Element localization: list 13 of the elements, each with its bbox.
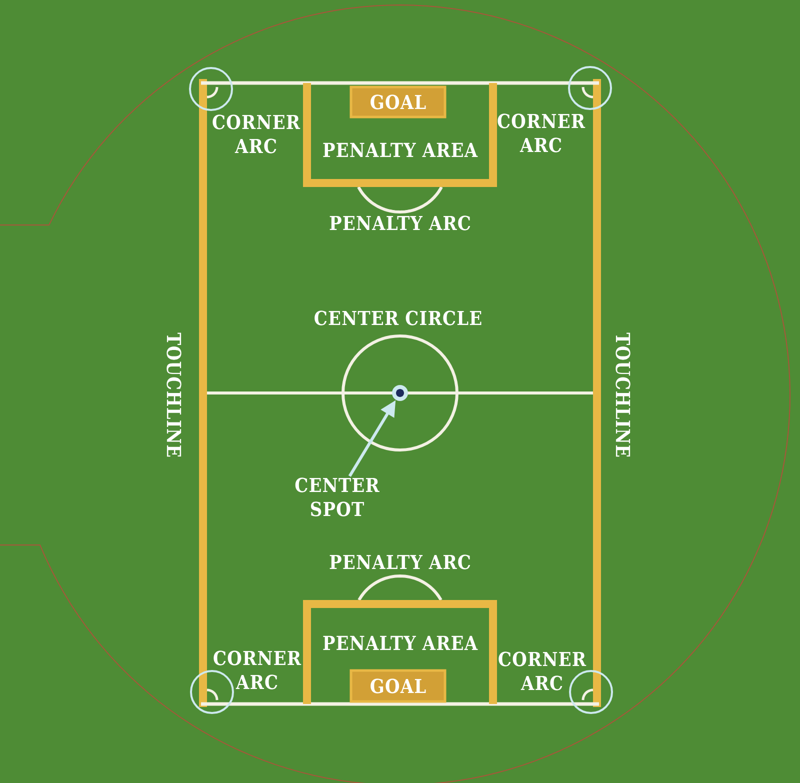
field-label: PENALTY ARC	[330, 216, 470, 230]
field-label: CORNER ARC	[498, 652, 586, 690]
field-label: CORNER ARC	[214, 650, 302, 690]
goal-box: GOAL	[350, 86, 446, 118]
center-spot	[392, 385, 408, 401]
field-label: CORNER ARC	[498, 114, 586, 152]
field-label: PENALTY ARC	[330, 554, 470, 570]
field-label: TOUCHLINE	[616, 332, 630, 457]
goal-box: GOAL	[350, 669, 446, 703]
field-label: TOUCHLINE	[166, 332, 182, 457]
label-text: CENTER SPOT	[295, 478, 380, 516]
field-label: CENTER CIRCLE	[314, 310, 482, 326]
field-label: CORNER ARC	[212, 114, 300, 154]
